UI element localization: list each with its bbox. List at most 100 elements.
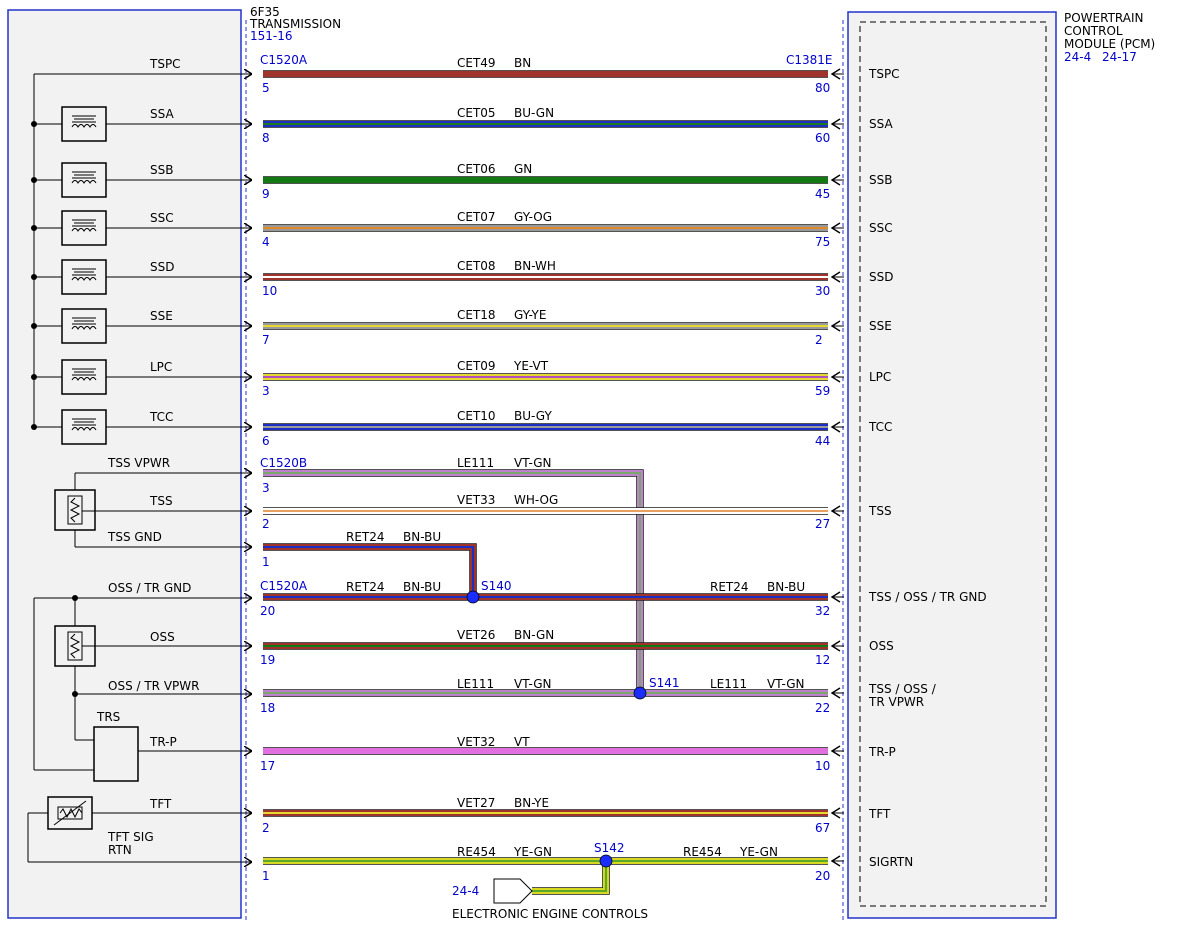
ssb-left-label: SSB	[150, 163, 173, 177]
trp-code: VET32	[457, 735, 495, 749]
lpc-pcm-arrow-head	[830, 371, 841, 383]
pcm-name-1: POWERTRAIN	[1064, 11, 1144, 25]
tss-label: TSS	[149, 494, 173, 508]
oss-gnd-right-color: BN-BU	[767, 580, 805, 594]
ssb-code: CET06	[457, 162, 496, 176]
ssc-color: GY-OG	[514, 210, 552, 224]
oss-sensor-zigzag	[69, 633, 81, 659]
lower-pcm-arrow-3-head	[830, 687, 841, 699]
sigrtn-left-pin: 1	[262, 869, 270, 883]
ssb-pcm-arrow-head	[830, 174, 841, 186]
oss-vpwr-pcm-label-2: TR VPWR	[868, 695, 924, 709]
ssc-pcm-arrow-head	[830, 222, 841, 234]
tss-vpwr-wire	[263, 470, 643, 693]
tspc-pcm-arrow-head	[830, 68, 841, 80]
ssc-left-pin: 4	[262, 235, 270, 249]
ssb-solenoid-coil	[71, 180, 97, 184]
eec-wire-outline	[532, 861, 610, 895]
ssc-solenoid-coil	[71, 228, 97, 232]
tss-right-pin: 27	[815, 517, 830, 531]
sse-solenoid	[61, 308, 107, 344]
oss-gnd-label: OSS / TR GND	[108, 581, 191, 595]
pcm-box	[847, 11, 1057, 919]
connector-c1520a-top: C1520A	[260, 53, 308, 67]
tss-vpwr-label: TSS VPWR	[107, 456, 170, 470]
pcm-name-2: CONTROL	[1064, 24, 1123, 38]
splice-s142-label: S142	[594, 841, 625, 855]
ssa-solenoid	[61, 106, 107, 142]
oss-gnd-color: BN-BU	[403, 580, 441, 594]
tss-vpwr-wire-outline	[263, 469, 644, 693]
lpc-color: YE-VT	[513, 359, 549, 373]
ssb-pcm-label: SSB	[869, 173, 892, 187]
connector-c1381e: C1381E	[786, 53, 833, 67]
oss-right-pin: 12	[815, 653, 830, 667]
oss-vpwr-pcm-label-1: TSS / OSS /	[868, 682, 937, 696]
sse-code: CET18	[457, 308, 496, 322]
lower-pcm-arrow-5-head	[830, 807, 841, 819]
tft-label: TFT	[149, 797, 172, 811]
tss-vpwr-wire-stripe	[263, 471, 642, 693]
tft-code: VET27	[457, 796, 495, 810]
oss-color: BN-GN	[514, 628, 554, 642]
trs-component	[93, 726, 139, 782]
tss-gnd-code: RET24	[346, 530, 385, 544]
splice-s142	[599, 854, 613, 868]
sigrtn-code: RE454	[457, 845, 496, 859]
tss-gnd-pin: 1	[262, 555, 270, 569]
ssd-solenoid	[61, 259, 107, 295]
transmission-name-1: 6F35	[250, 5, 280, 19]
oss-gnd-node	[72, 595, 78, 601]
eec-wire	[532, 861, 609, 894]
tcc-solenoid	[61, 409, 107, 445]
sigrtn-color: YE-GN	[513, 845, 552, 859]
ssa-right-pin: 60	[815, 131, 830, 145]
ssb-right-pin: 45	[815, 187, 830, 201]
tcc-color: BU-GY	[514, 409, 552, 423]
oss-vpwr-left-pin: 18	[260, 701, 275, 715]
trp-right-pin: 10	[815, 759, 830, 773]
ssd-color: BN-WH	[514, 259, 556, 273]
ssd-solenoid-coil	[71, 277, 97, 281]
ssd-left-pin: 10	[262, 284, 277, 298]
sigrtn-right-color: YE-GN	[739, 845, 778, 859]
sigrtn-right-pin: 20	[815, 869, 830, 883]
tft-sig-rtn-label-1: TFT SIG	[107, 830, 154, 844]
ssc-code: CET07	[457, 210, 496, 224]
splice-s141-label: S141	[649, 676, 680, 690]
lower-pcm-arrow-2-head	[830, 640, 841, 652]
ssd-right-pin: 30	[815, 284, 830, 298]
oss-vpwr-color: VT-GN	[514, 677, 551, 691]
lpc-solenoid-coil	[71, 377, 97, 381]
lpc-left-label: LPC	[150, 360, 172, 374]
tspc-left-label: TSPC	[149, 57, 181, 71]
tcc-left-label: TCC	[149, 410, 173, 424]
oss-label: OSS	[150, 630, 175, 644]
tft-color: BN-YE	[514, 796, 549, 810]
ssb-solenoid	[61, 162, 107, 198]
trs-label: TRS	[96, 710, 120, 724]
tcc-code: CET10	[457, 409, 496, 423]
connector-c1520b: C1520B	[260, 456, 307, 470]
tcc-pcm-label: TCC	[868, 420, 892, 434]
tft-sig-rtn-label-2: RTN	[108, 843, 132, 857]
ssd-solenoid-core	[72, 268, 96, 276]
oss-gnd-code: RET24	[346, 580, 385, 594]
trp-label: TR-P	[149, 735, 177, 749]
tss-vpwr-pin: 3	[262, 481, 270, 495]
oss-gnd-left-pin: 20	[260, 604, 275, 618]
sse-left-pin: 7	[262, 333, 270, 347]
ssb-color: GN	[514, 162, 532, 176]
transmission-name-2: TRANSMISSION	[249, 17, 341, 31]
splice-s140-label: S140	[481, 579, 512, 593]
eec-wire-stripe	[532, 861, 608, 893]
tspc-right-pin: 80	[815, 81, 830, 95]
pcm-ref-1: 24-4	[1064, 50, 1091, 64]
tft-left-pin: 2	[262, 821, 270, 835]
ssc-solenoid-core	[72, 219, 96, 227]
sse-solenoid-core	[72, 317, 96, 325]
tft-pcm-label: TFT	[868, 807, 891, 821]
pcm-name-3: MODULE (PCM)	[1064, 37, 1155, 51]
lower-pcm-arrow-6-head	[830, 855, 841, 867]
